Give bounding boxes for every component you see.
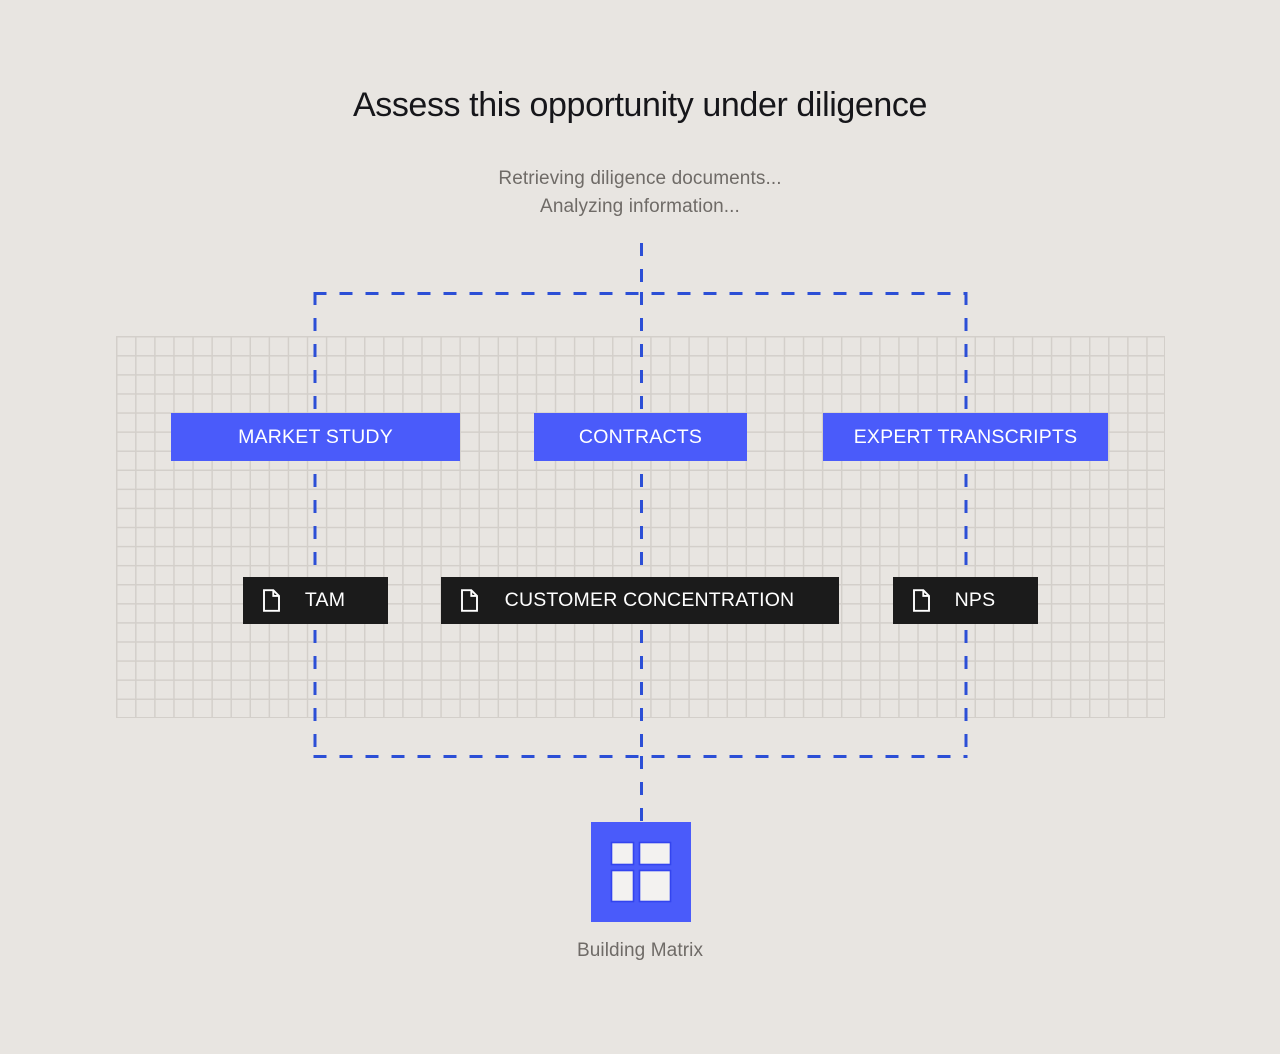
document-label: CUSTOMER CONCENTRATION bbox=[504, 589, 795, 611]
status-block: Retrieving diligence documents... Analyz… bbox=[0, 165, 1280, 220]
source-box-market-study[interactable]: MARKET STUDY bbox=[171, 413, 460, 461]
source-label: EXPERT TRANSCRIPTS bbox=[853, 425, 1078, 448]
document-box-customer-concentration[interactable]: CUSTOMER CONCENTRATION bbox=[441, 577, 839, 624]
matrix-output-node[interactable] bbox=[591, 822, 691, 922]
document-icon bbox=[461, 589, 478, 612]
page-title: Assess this opportunity under diligence bbox=[352, 85, 928, 124]
status-line-analyzing: Analyzing information... bbox=[540, 195, 740, 217]
source-box-expert-transcripts[interactable]: EXPERT TRANSCRIPTS bbox=[823, 413, 1108, 461]
status-line-retrieving: Retrieving diligence documents... bbox=[498, 168, 782, 189]
matrix-icon bbox=[610, 841, 672, 903]
matrix-caption: Building Matrix bbox=[576, 940, 704, 961]
grid-background bbox=[116, 336, 1165, 718]
source-box-contracts[interactable]: CONTRACTS bbox=[534, 413, 747, 461]
document-label: NPS bbox=[954, 589, 996, 611]
document-icon bbox=[263, 589, 280, 612]
document-label: TAM bbox=[304, 589, 346, 611]
document-box-tam[interactable]: TAM bbox=[243, 577, 388, 624]
source-label: MARKET STUDY bbox=[238, 425, 393, 448]
document-box-nps[interactable]: NPS bbox=[893, 577, 1038, 624]
source-label: CONTRACTS bbox=[578, 425, 703, 448]
document-icon bbox=[913, 589, 930, 612]
